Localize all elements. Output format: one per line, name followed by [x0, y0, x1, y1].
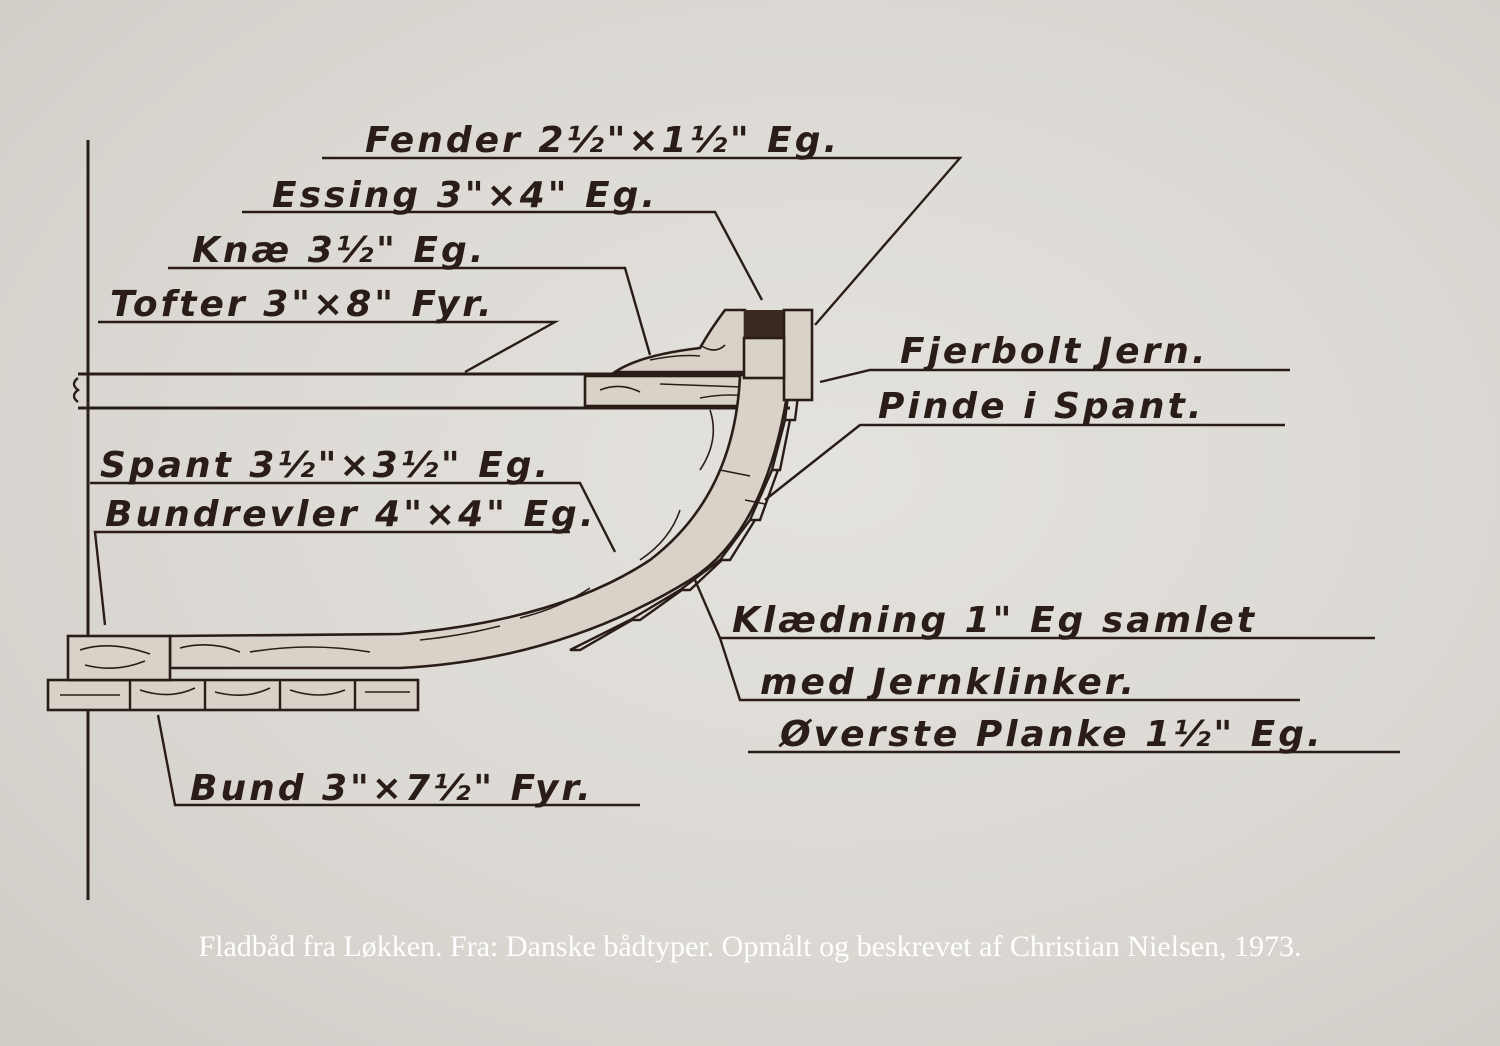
label-klaedning-line2: med Jernklinker. [760, 662, 1137, 703]
label-spant: Spant 3½"×3½" Eg. [100, 445, 551, 486]
bottom-boards [46, 634, 420, 712]
label-tofter: Tofter 3"×8" Fyr. [110, 284, 495, 325]
figure-caption: Fladbåd fra Løkken. Fra: Danske bådtyper… [198, 930, 1302, 963]
frame-and-planking [168, 373, 802, 670]
label-fjerbolt: Fjerbolt Jern. [900, 331, 1209, 372]
label-klaedning-line1: Klædning 1" Eg samlet [732, 600, 1257, 641]
label-overste-planke: Øverste Planke 1½" Eg. [778, 714, 1324, 755]
label-bundrevler: Bundrevler 4"×4" Eg. [105, 494, 597, 535]
thwart [72, 372, 790, 410]
label-fender: Fender 2½"×1½" Eg. [365, 120, 840, 161]
label-pinde: Pinde i Spant. [878, 386, 1204, 427]
leader-lines [90, 156, 1400, 807]
label-knae: Knæ 3½" Eg. [192, 230, 486, 271]
knee-and-gunwale [610, 308, 814, 402]
label-bund: Bund 3"×7½" Fyr. [190, 768, 594, 809]
label-essing: Essing 3"×4" Eg. [272, 175, 658, 216]
